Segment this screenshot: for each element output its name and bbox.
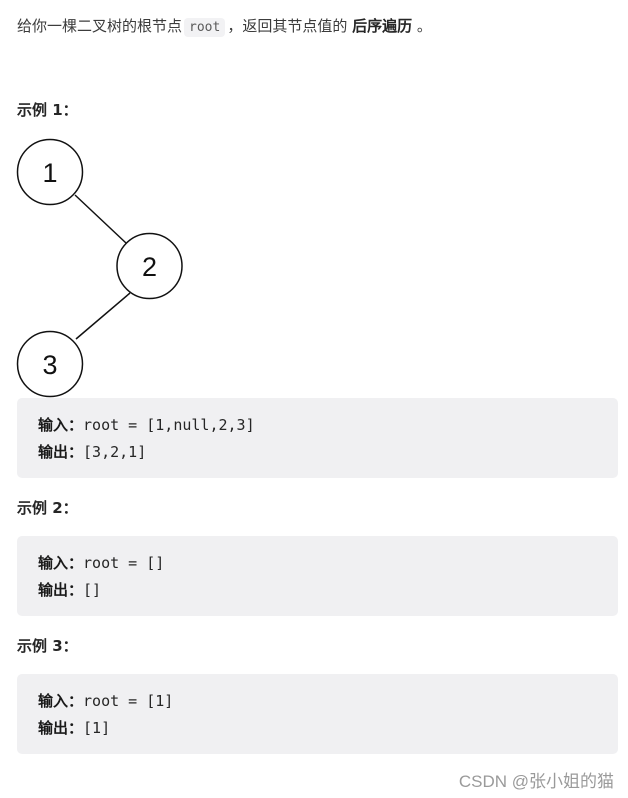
output-value: [] <box>83 581 102 599</box>
tree-node-label: 2 <box>142 252 157 282</box>
example-1-input-line: 输入：root = [1,null,2,3] <box>38 412 618 439</box>
example-1-output-line: 输出：[3,2,1] <box>38 439 618 466</box>
binary-tree-diagram: 1 2 3 <box>16 138 183 398</box>
output-value: [1] <box>83 719 111 737</box>
csdn-watermark: CSDN @张小姐的猫 <box>458 772 614 791</box>
example-3-input-line: 输入：root = [1] <box>38 688 618 715</box>
tree-node-3: 3 <box>16 330 84 398</box>
example-1-code-block: 输入：root = [1,null,2,3] 输出：[3,2,1] <box>17 398 618 478</box>
example-2-heading: 示例 2： <box>17 499 78 517</box>
tree-node-1: 1 <box>16 138 84 206</box>
example-3-output-line: 输出：[1] <box>38 715 618 742</box>
example-1-heading: 示例 1： <box>17 101 78 119</box>
description-middle: ，返回其节点值的 <box>227 17 348 35</box>
input-value: root = [] <box>83 554 165 572</box>
output-label: 输出： <box>38 443 84 461</box>
example-2-input-line: 输入：root = [] <box>38 550 618 577</box>
tree-node-2: 2 <box>116 232 183 300</box>
input-label: 输入： <box>38 554 84 572</box>
inline-code-root: root <box>184 18 226 37</box>
tree-node-label: 1 <box>42 158 57 188</box>
description-suffix: 。 <box>416 17 432 35</box>
input-value: root = [1,null,2,3] <box>83 416 255 434</box>
tree-edge-2-3 <box>75 292 131 340</box>
output-label: 输出： <box>38 581 84 599</box>
tree-edge-1-2 <box>74 194 127 244</box>
input-value: root = [1] <box>83 692 174 710</box>
description-prefix: 给你一棵二叉树的根节点 <box>17 17 183 35</box>
output-value: [3,2,1] <box>83 443 147 461</box>
example-2-output-line: 输出：[] <box>38 577 618 604</box>
tree-node-label: 3 <box>42 350 57 380</box>
input-label: 输入： <box>38 692 84 710</box>
example-3-heading: 示例 3： <box>17 637 78 655</box>
example-3-code-block: 输入：root = [1] 输出：[1] <box>17 674 618 754</box>
description-emphasis: 后序遍历 <box>352 17 413 35</box>
output-label: 输出： <box>38 719 84 737</box>
example-2-code-block: 输入：root = [] 输出：[] <box>17 536 618 616</box>
input-label: 输入： <box>38 416 84 434</box>
